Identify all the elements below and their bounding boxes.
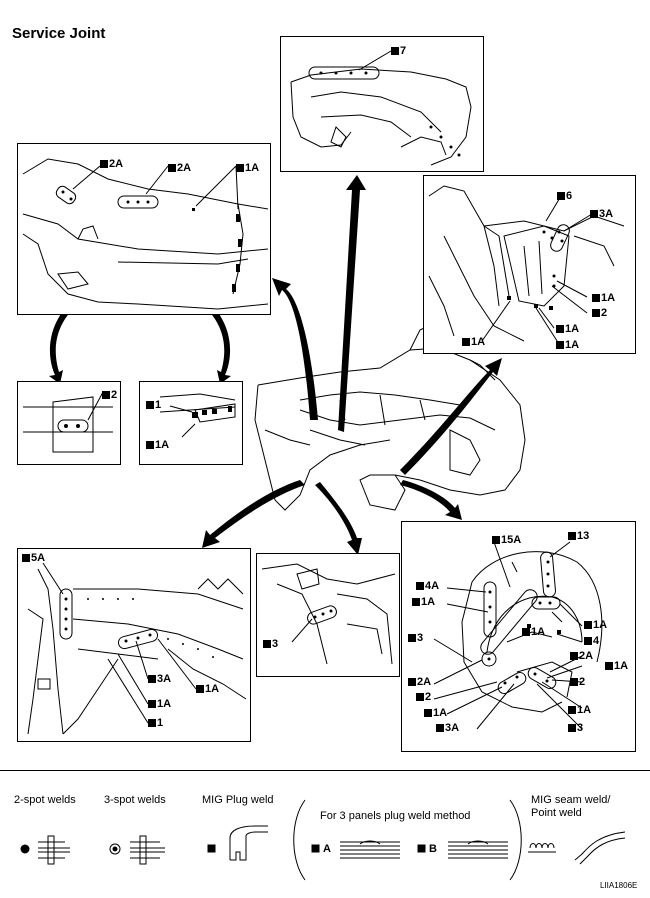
weld-label: 13 [568, 530, 589, 542]
legend-mig-seam-label-2: Point weld [531, 807, 582, 819]
panel-small-mid: 1 1A [139, 381, 243, 465]
weld-label: 2A [408, 676, 431, 688]
weld-label: 1A [584, 619, 607, 631]
weld-label: 1A [462, 336, 485, 348]
weld-label: 2 [592, 307, 607, 319]
weld-label: 4 [584, 635, 599, 647]
legend-mig-plug-label: MIG Plug weld [202, 794, 274, 806]
panel-bottom-mid: 3 [256, 553, 400, 677]
weld-label: 3 [568, 722, 583, 734]
legend-two-spot-label: 2-spot welds [14, 794, 76, 806]
legend-three-spot-label: 3-spot welds [104, 794, 166, 806]
weld-label: 1A [148, 698, 171, 710]
panel-bottom-left: 5A 3A 1A 1A 1 [17, 548, 251, 742]
weld-label: 1A [146, 439, 169, 451]
weld-label: 1 [148, 717, 163, 729]
weld-label: 1A [196, 683, 219, 695]
figure-code: LIIA1806E [600, 881, 638, 890]
weld-label: 1A [424, 707, 447, 719]
panel-right-upper: 6 3A 1A 2 1A 1A 1A [423, 175, 636, 354]
weld-label: 3A [590, 208, 613, 220]
weld-label: 3 [408, 632, 423, 644]
legend-method-a-label: A [323, 843, 331, 855]
weld-label: 1 [146, 399, 161, 411]
weld-label: 1A [556, 323, 579, 335]
weld-label: 3A [148, 673, 171, 685]
legend-divider [0, 770, 650, 771]
panel-7: 7 [280, 36, 484, 172]
weld-label: 1A [412, 596, 435, 608]
panel-top-left: 2A 2A 1A [17, 143, 271, 315]
weld-label: 1A [592, 292, 615, 304]
weld-label: 4A [416, 580, 439, 592]
weld-label: 1A [556, 339, 579, 351]
weld-label: 7 [391, 45, 406, 57]
weld-label: 15A [492, 534, 521, 546]
weld-label: 3A [436, 722, 459, 734]
page-title: Service Joint [12, 25, 106, 42]
weld-label: 2 [416, 691, 431, 703]
weld-label: 2 [570, 676, 585, 688]
weld-label: 6 [557, 190, 572, 202]
weld-label: 5A [22, 552, 45, 564]
weld-label: 1A [236, 162, 259, 174]
legend-three-panels-label: For 3 panels plug weld method [320, 810, 471, 822]
weld-label: 1A [605, 660, 628, 672]
weld-label: 2A [570, 650, 593, 662]
weld-label: 2 [102, 389, 117, 401]
panel-small-left: 2 [17, 381, 121, 465]
weld-label: 1A [522, 626, 545, 638]
legend-mig-seam-label-1: MIG seam weld/ [531, 794, 611, 806]
weld-label: 2A [100, 158, 123, 170]
weld-label: 1A [568, 704, 591, 716]
weld-label: 3 [263, 638, 278, 650]
panel-bottom-right: 15A 13 4A 1A 3 2A 2 1A 3A 1A 4 1A 2A 1A … [401, 521, 636, 752]
weld-label: 2A [168, 162, 191, 174]
legend-method-b-label: B [429, 843, 437, 855]
